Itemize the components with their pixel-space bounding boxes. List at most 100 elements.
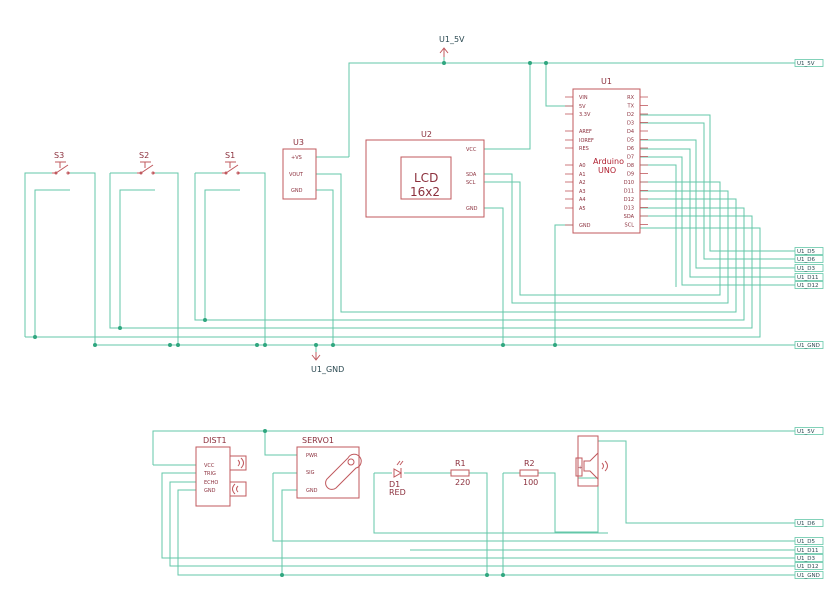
r2-value: 100	[523, 478, 538, 487]
bottom-junctions	[263, 429, 505, 577]
u1-name-line2: UNO	[598, 166, 616, 175]
lcd-screen-line1: LCD	[414, 171, 438, 185]
u1-pin-d9: D9	[627, 172, 634, 178]
net-label: U1_D12	[797, 283, 819, 289]
gnd-symbol: U1_GND	[311, 352, 344, 374]
u2-ref: U2	[421, 130, 432, 139]
servo-horn-icon	[325, 453, 362, 490]
net-label: U1_5V	[797, 429, 815, 435]
u2-pin-gnd: GND	[466, 206, 478, 212]
buzzer-pin-plus: +	[578, 465, 582, 471]
u1-pin-a0: A0	[579, 163, 586, 169]
net-label: U1_D11	[797, 275, 819, 281]
u1-pin-ioref: IOREF	[579, 138, 594, 144]
servo1-pin-gnd: GND	[306, 488, 318, 494]
net-label: U1_D3	[797, 266, 816, 272]
net-label-box	[794, 255, 824, 263]
switch-s2-ref: S2	[139, 151, 149, 160]
u1-pin-33v: 3.3V	[579, 112, 591, 118]
u1-pin-d12: D12	[624, 197, 634, 203]
u1-pin-d4: D4	[627, 129, 634, 135]
led-d1-ref: D1	[389, 480, 400, 489]
u1-pin-a4: A4	[579, 197, 586, 203]
dist1-pin-gnd: GND	[204, 488, 216, 494]
servo1-pin-sig: SIG	[306, 470, 315, 476]
switch-s3[interactable]: S3	[52, 151, 70, 175]
net-label-box	[794, 264, 824, 272]
servo1-component[interactable]: SERVO1 PWR SIG GND	[296, 436, 362, 499]
lcd-screen-line2: 16x2	[410, 185, 440, 199]
net-label: U1_D11	[797, 548, 819, 554]
u2-pin-vcc: VCC	[466, 147, 477, 153]
u3-component[interactable]: U3 +VS VOUT GND	[282, 138, 317, 200]
u1-pin-d10: D10	[624, 180, 634, 186]
net-label: U1_5V	[797, 61, 815, 67]
u3-pin-gnd: GND	[291, 188, 303, 194]
r1-ref: R1	[455, 459, 466, 468]
net-label: U1_D5	[797, 249, 816, 255]
net-label: U1_GND	[797, 573, 820, 579]
net-label: U1_D6	[797, 257, 816, 263]
u1-pin-a2: A2	[579, 180, 586, 186]
u1-pin-a1: A1	[579, 172, 586, 178]
u1-pin-d6: D6	[627, 146, 634, 152]
switch-s1-ref: S1	[225, 151, 235, 160]
u1-arduino[interactable]: U1 Arduino UNO VIN 5V 3.3V AREF IOREF RES A0A1…	[565, 77, 648, 234]
net-label-box	[794, 273, 824, 281]
net-label-box	[794, 341, 824, 349]
speaker-icon[interactable]: +	[575, 435, 608, 487]
u2-component[interactable]: U2 LCD 16x2 VCC SDA SCL GND	[365, 130, 485, 218]
u3-ref: U3	[293, 138, 304, 147]
u1-pin-5v: 5V	[579, 104, 586, 110]
u1-pin-d8: D8	[627, 163, 634, 169]
switch-s3-ref: S3	[54, 151, 64, 160]
net-label-box	[794, 281, 824, 289]
top-wires	[24, 57, 795, 352]
u1-pin-res: RES	[579, 146, 589, 152]
top-junctions	[33, 61, 557, 347]
u1-ref: U1	[601, 77, 612, 86]
r2-ref: R2	[524, 459, 535, 468]
u1-pin-tx: TX	[627, 104, 635, 110]
u3-pin-vout: VOUT	[289, 172, 304, 178]
net-label: U1_D6	[797, 521, 816, 527]
u1-pin-d5: D5	[627, 138, 634, 144]
u1-pin-gnd: GND	[579, 223, 591, 229]
u1-pin-sda: SDA	[624, 214, 635, 220]
u2-pin-sda: SDA	[466, 172, 477, 178]
dist1-pin-trig: TRIG	[203, 471, 216, 477]
switch-s2[interactable]: S2	[137, 151, 155, 175]
r1-value: 220	[455, 478, 470, 487]
u1-pin-d3: D3	[627, 121, 634, 127]
power-5v-symbol: U1_5V	[439, 35, 465, 57]
dist1-component[interactable]: DIST1 VCC TRIG ECHO GND	[195, 436, 247, 507]
gnd-label: U1_GND	[311, 365, 344, 374]
u1-pin-rx: RX	[627, 95, 634, 101]
resistor-r2[interactable]: R2 100	[519, 459, 539, 487]
u1-name-line1: Arduino	[593, 157, 624, 166]
resistor-r1[interactable]: R1 220	[450, 459, 470, 487]
dist1-pin-vcc: VCC	[204, 463, 215, 469]
u1-pin-aref: AREF	[579, 129, 592, 135]
net-label: U1_GND	[797, 343, 820, 349]
net-label-box	[794, 247, 824, 255]
net-label: U1_D5	[797, 539, 816, 545]
u3-pin-vs: +VS	[291, 155, 302, 161]
servo1-pin-pwr: PWR	[306, 453, 318, 459]
net-label-box	[794, 59, 824, 67]
servo1-ref: SERVO1	[302, 436, 334, 445]
switch-s1[interactable]: S1	[222, 151, 240, 175]
power-5v-label: U1_5V	[439, 35, 465, 44]
net-label: U1_D3	[797, 556, 816, 562]
u1-pin-a3: A3	[579, 189, 586, 195]
led-d1[interactable]: D1 RED	[389, 460, 406, 497]
bottom-wires	[152, 430, 795, 576]
u1-pin-vin: VIN	[579, 95, 588, 101]
u1-pin-d11: D11	[624, 189, 634, 195]
u1-pin-d7: D7	[627, 155, 634, 161]
u1-pin-d2: D2	[627, 112, 634, 118]
u1-pin-d13: D13	[624, 206, 634, 212]
